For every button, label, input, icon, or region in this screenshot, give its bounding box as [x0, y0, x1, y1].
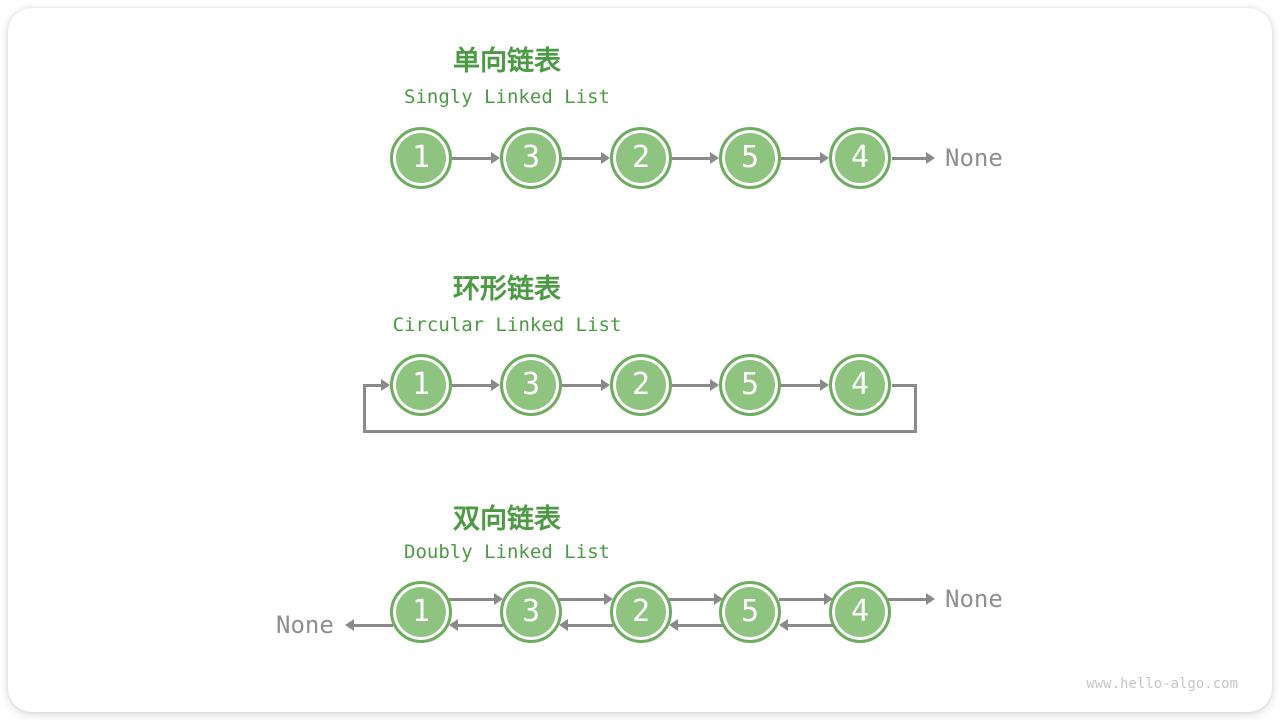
site-watermark: www.hello-algo.com: [1086, 676, 1238, 692]
circular-title-en: Circular Linked List: [392, 314, 622, 336]
node-value: 4: [850, 140, 870, 175]
node-value: 5: [740, 140, 760, 175]
list-node: 2: [610, 581, 672, 643]
node-value: 1: [411, 594, 431, 629]
list-node: 4: [829, 354, 891, 416]
list-node: 5: [719, 581, 781, 643]
node-value: 3: [521, 594, 541, 629]
doubly-title-zh: 双向链表: [453, 504, 561, 535]
next-pointer-arrow: [562, 152, 610, 164]
next-pointer-arrow: [452, 379, 500, 391]
singly-title-zh: 单向链表: [453, 46, 561, 77]
list-node: 4: [829, 127, 891, 189]
node-value: 5: [740, 594, 760, 629]
next-pointer-arrow: [559, 593, 613, 605]
circular-title-zh: 环形链表: [453, 274, 561, 305]
singly-title-en: Singly Linked List: [404, 86, 610, 108]
prev-pointer-arrow: [669, 619, 723, 631]
circular-loop-exit-segment: [892, 383, 917, 387]
next-pointer-arrow: [449, 593, 503, 605]
prev-pointer-arrow: [449, 619, 503, 631]
list-node: 1: [390, 354, 452, 416]
next-pointer-arrow: [452, 152, 500, 164]
none-label: None: [276, 611, 334, 639]
list-node: 3: [500, 581, 562, 643]
prev-pointer-arrow: [559, 619, 613, 631]
prev-pointer-arrow: [779, 619, 833, 631]
node-value: 5: [740, 367, 760, 402]
null-pointer-arrow: [345, 619, 393, 631]
circular-loop-entry-arrow: [363, 379, 390, 391]
next-pointer-arrow: [779, 593, 833, 605]
list-node: 5: [719, 354, 781, 416]
list-node: 1: [390, 127, 452, 189]
list-node: 3: [500, 127, 562, 189]
node-value: 2: [631, 367, 651, 402]
next-pointer-arrow: [781, 152, 829, 164]
node-value: 3: [521, 367, 541, 402]
null-pointer-arrow: [892, 152, 935, 164]
node-value: 2: [631, 140, 651, 175]
next-pointer-arrow: [669, 593, 723, 605]
next-pointer-arrow: [562, 379, 610, 391]
node-value: 4: [850, 367, 870, 402]
list-node: 2: [610, 354, 672, 416]
list-node: 2: [610, 127, 672, 189]
next-pointer-arrow: [672, 152, 719, 164]
none-label: None: [945, 585, 1003, 613]
null-pointer-arrow: [888, 593, 935, 605]
list-node: 1: [390, 581, 452, 643]
node-value: 2: [631, 594, 651, 629]
list-node: 5: [719, 127, 781, 189]
none-label: None: [945, 144, 1003, 172]
list-node: 3: [500, 354, 562, 416]
node-value: 4: [850, 594, 870, 629]
next-pointer-arrow: [781, 379, 829, 391]
doubly-title-en: Doubly Linked List: [404, 541, 610, 563]
list-node: 4: [829, 581, 891, 643]
node-value: 1: [411, 367, 431, 402]
node-value: 1: [411, 140, 431, 175]
circular-loop-line: [363, 385, 917, 433]
next-pointer-arrow: [672, 379, 719, 391]
node-value: 3: [521, 140, 541, 175]
